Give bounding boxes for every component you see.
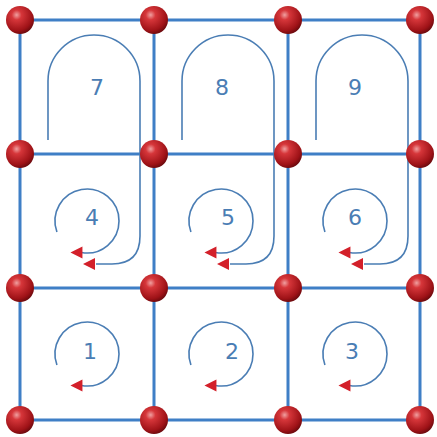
lattice-atom <box>6 406 34 434</box>
arrow-head <box>338 380 350 392</box>
circulation-loop <box>323 189 387 253</box>
circulation-loops <box>48 35 408 386</box>
callout-number: 5 <box>221 207 235 229</box>
arrow-head <box>204 380 216 392</box>
arrow-head <box>351 258 363 270</box>
circulation-loop <box>55 322 119 386</box>
lattice-atom <box>274 406 302 434</box>
circulation-loop <box>189 322 253 386</box>
grid-lines <box>20 20 420 420</box>
circulation-loop <box>323 322 387 386</box>
callout-number: 3 <box>345 341 359 363</box>
callout-number: 4 <box>85 207 99 229</box>
arrow-head <box>83 258 95 270</box>
lattice-atom <box>140 140 168 168</box>
grid-line <box>20 419 420 422</box>
large-circulation-loop <box>48 35 140 264</box>
lattice-atom <box>140 406 168 434</box>
grid-line <box>20 287 420 290</box>
grid-line <box>20 153 420 156</box>
callout-number: 9 <box>348 77 362 99</box>
arrow-head <box>217 258 229 270</box>
circulation-loop <box>189 189 253 253</box>
lattice-atom <box>406 140 434 168</box>
callout-number: 6 <box>348 207 362 229</box>
lattice-atoms <box>6 6 434 434</box>
callout-number: 2 <box>225 341 239 363</box>
arrow-head <box>204 247 216 259</box>
lattice-atom <box>6 6 34 34</box>
circulation-loop <box>55 189 119 253</box>
arrow-heads <box>70 247 363 392</box>
lattice-atom <box>6 274 34 302</box>
grid-line <box>419 20 422 420</box>
arrow-head <box>70 380 82 392</box>
lattice-atom <box>406 406 434 434</box>
lattice-atom <box>274 140 302 168</box>
callout-number: 7 <box>90 77 104 99</box>
lattice-atom <box>406 6 434 34</box>
grid-line <box>287 20 290 420</box>
callout-number: 8 <box>215 77 229 99</box>
grid-line <box>20 19 420 22</box>
lattice-atom <box>274 274 302 302</box>
large-circulation-loop <box>316 35 408 264</box>
large-circulation-loop <box>182 35 274 264</box>
callout-number: 1 <box>83 341 97 363</box>
lattice-atom <box>140 6 168 34</box>
lattice-atom <box>6 140 34 168</box>
lattice-atom <box>406 274 434 302</box>
grid-line <box>19 20 22 420</box>
arrow-head <box>338 247 350 259</box>
grid-line <box>153 20 156 420</box>
lattice-atom <box>274 6 302 34</box>
arrow-head <box>70 247 82 259</box>
lattice-atom <box>140 274 168 302</box>
